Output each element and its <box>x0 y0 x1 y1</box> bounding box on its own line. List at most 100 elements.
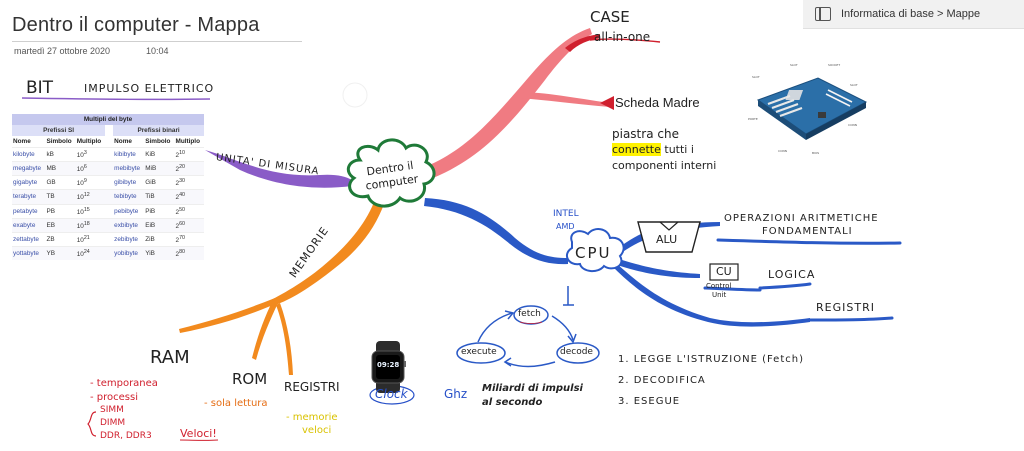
fetch-bubble <box>513 305 549 325</box>
step-2: 2. DECODIFICA <box>618 375 706 386</box>
bit-label: BIT <box>26 78 54 98</box>
bytes-table-title: Multipli del byte <box>12 114 204 125</box>
ram-type-2: DIMM <box>100 418 126 428</box>
cpu-link-stem <box>563 286 574 306</box>
alu-notch <box>659 221 679 231</box>
branch-cu <box>614 258 700 278</box>
branch-scheda-tip <box>600 96 614 110</box>
ghz-label: Ghz <box>444 387 468 401</box>
ghz-desc-2: al secondo <box>482 397 543 408</box>
faint-circle <box>342 82 368 108</box>
registri-mem-label: REGISTRI <box>284 380 340 394</box>
ram-note-1: - temporanea <box>90 378 158 389</box>
scheda-desc-rest: tutti i <box>664 143 694 156</box>
motherboard-image: SLOT SOCKET SLOT SLOT PORTE CONN CONN BIOS <box>748 63 868 155</box>
cu-sub-2: Unit <box>712 291 727 299</box>
svg-text:BIOS: BIOS <box>812 151 819 155</box>
ghz-desc-1: Miliardi di impulsi <box>482 383 583 394</box>
decode-label: decode <box>560 347 593 357</box>
arrowhead-decode <box>567 333 577 344</box>
cpu-label: CPU <box>575 244 612 262</box>
svg-text:CONN: CONN <box>778 149 787 153</box>
fetch-label: fetch <box>518 309 541 319</box>
svg-text:SLOT: SLOT <box>752 75 760 79</box>
page-date: martedì 27 ottobre 2020 <box>14 46 111 56</box>
page-title: Dentro il computer - Mappa <box>12 14 260 36</box>
cu-sub-1: Control <box>706 282 732 290</box>
underline-cu <box>703 286 762 292</box>
intel-label: INTEL <box>553 209 579 219</box>
branch-unita-di-misura <box>205 150 352 188</box>
branch-memorie <box>271 190 388 305</box>
svg-text:SLOT: SLOT <box>850 83 858 87</box>
col-multiplo: Multiplo <box>175 138 201 145</box>
scheda-desc-3: componenti interni <box>612 159 717 172</box>
underline-registri <box>806 316 894 322</box>
title-divider <box>12 41 302 42</box>
execute-label: execute <box>461 347 497 357</box>
underline-case <box>589 38 661 43</box>
col-nome: Nome <box>114 138 132 145</box>
ram-note-2: - processi <box>90 392 138 403</box>
page-time: 10:04 <box>146 46 169 56</box>
bin-header: Prefissi binari <box>113 125 204 136</box>
notebook-icon <box>815 7 831 21</box>
alu-desc-1: OPERAZIONI ARITMETICHE <box>724 213 879 224</box>
branch-rom <box>252 300 278 360</box>
branch-ram <box>179 298 280 333</box>
si-header: Prefissi SI <box>12 125 106 136</box>
ram-type-3: DDR, DDR3 <box>100 431 152 441</box>
underline-logica <box>758 282 812 290</box>
registri-note-2: veloci <box>302 425 332 436</box>
case-label: CASE <box>590 8 630 26</box>
branch-registri-mem <box>276 303 293 375</box>
scheda-desc-highlight: connette <box>612 143 661 156</box>
branch-cpu <box>424 198 568 265</box>
breadcrumb-label[interactable]: Informatica di base > Mappe <box>841 8 981 20</box>
step-3: 3. ESEGUE <box>618 396 681 407</box>
svg-text:SLOT: SLOT <box>790 63 798 67</box>
cu-desc: LOGICA <box>768 268 816 281</box>
svg-text:SOCKET: SOCKET <box>828 63 840 67</box>
underline-bit <box>21 97 211 101</box>
col-multiplo: Multiplo <box>76 138 102 145</box>
registri-cpu-label: REGISTRI <box>816 301 875 314</box>
col-simbolo: Simbolo <box>145 138 171 145</box>
svg-text:PORTE: PORTE <box>748 117 758 121</box>
amd-label: AMD <box>556 222 575 231</box>
scheda-desc-2: connette tutti i <box>612 143 694 156</box>
arrowhead-fetch <box>504 310 515 320</box>
execute-bubble <box>456 342 506 364</box>
clock-label: Clock <box>375 387 408 401</box>
branch-hardware <box>422 28 592 180</box>
arrow-decode-execute <box>504 361 556 368</box>
smartwatch-image <box>371 341 406 393</box>
svg-text:CONN: CONN <box>848 123 857 127</box>
case-sub: all-in-one <box>594 30 651 44</box>
alu-label: ALU <box>656 233 678 246</box>
cu-label: CU <box>716 265 732 278</box>
branch-case-tip <box>565 34 600 52</box>
bit-desc: IMPULSO ELETTRICO <box>84 82 215 95</box>
underline-alu <box>716 238 902 245</box>
rom-note: - sola lettura <box>204 398 268 409</box>
alu-desc-2: FONDAMENTALI <box>762 226 853 237</box>
arrow-fetch-decode <box>551 315 574 341</box>
breadcrumb[interactable]: Informatica di base > Mappe <box>803 0 1024 29</box>
rom-label: ROM <box>232 370 268 388</box>
ram-label: RAM <box>150 347 190 368</box>
bytes-table: Multipli del byte Prefissi SI Prefissi b… <box>12 114 204 260</box>
col-nome: Nome <box>13 138 31 145</box>
decode-bubble <box>556 342 600 364</box>
ram-fast: Veloci! <box>180 427 217 440</box>
registri-note-1: - memorie <box>286 412 338 423</box>
ram-type-1: SIMM <box>100 405 124 415</box>
scheda-madre-label: Scheda Madre <box>615 95 700 110</box>
